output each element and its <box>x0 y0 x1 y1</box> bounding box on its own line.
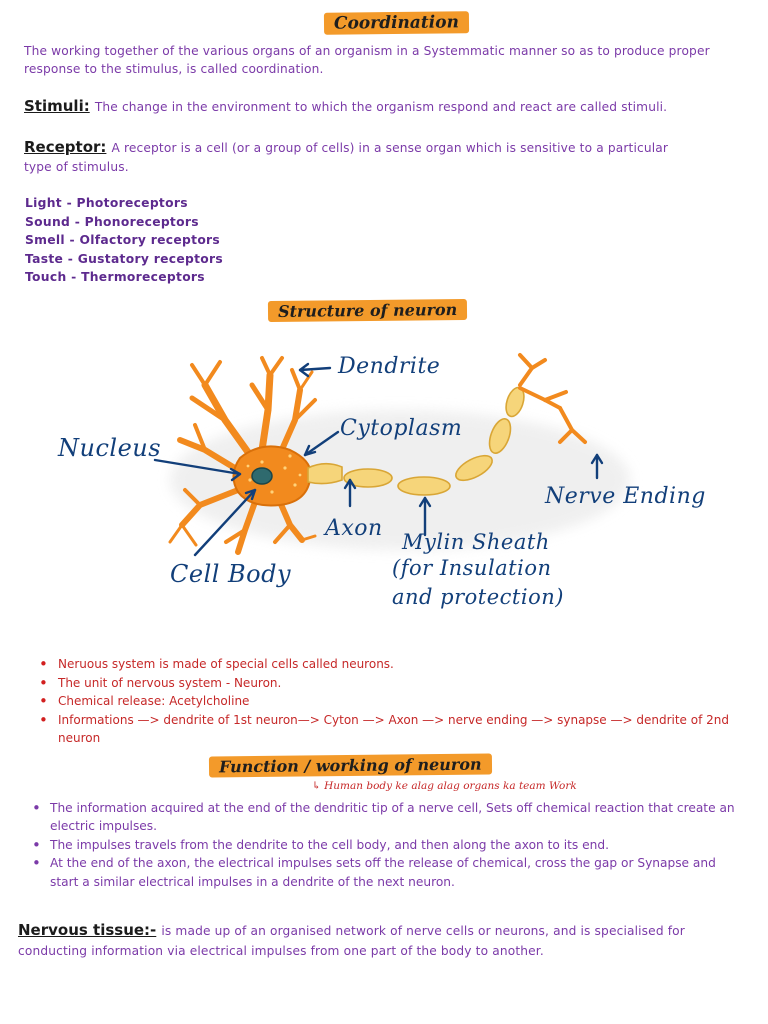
function-title: Function / working of neuron <box>208 753 492 778</box>
label-nerve-ending: Nerve Ending <box>545 484 706 509</box>
receptor-item-smell: Smell - Olfactory receptors <box>25 233 221 247</box>
receptor-term: Receptor: <box>24 138 107 156</box>
function-points-list: The information acquired at the end of t… <box>28 799 740 891</box>
list-item: Chemical release: Acetylcholine <box>34 692 744 711</box>
neuron-notes-list: Neruous system is made of special cells … <box>34 655 744 748</box>
coordination-title: Coordination <box>323 11 470 35</box>
stimuli-text: The change in the environment to which t… <box>94 100 668 114</box>
label-nucleus: Nucleus <box>58 434 162 462</box>
label-cytoplasm: Cytoplasm <box>340 416 463 441</box>
receptor-item-touch: Touch - Thermoreceptors <box>25 270 205 284</box>
stimuli-block: Stimuli: The change in the environment t… <box>24 96 744 116</box>
nucleus-shape <box>251 467 273 485</box>
receptor-text-line2: type of stimulus. <box>24 160 129 174</box>
receptor-item-light: Light - Photoreceptors <box>25 196 188 210</box>
label-dendrite: Dendrite <box>338 354 441 379</box>
coordination-text: The working together of the various orga… <box>24 44 710 76</box>
receptor-item-sound: Sound - Phonoreceptors <box>25 214 199 229</box>
list-item: The information acquired at the end of t… <box>28 799 740 836</box>
list-item: The impulses travels from the dendrite t… <box>28 836 740 855</box>
nervous-tissue-block: Nervous tissue:- is made up of an organi… <box>18 920 718 960</box>
neuron-diagram <box>153 353 630 557</box>
dendrites <box>168 356 317 555</box>
list-item: Neruous system is made of special cells … <box>34 655 744 674</box>
list-item: At the end of the axon, the electrical i… <box>28 854 740 891</box>
neuron-structure-title: Structure of neuron <box>267 298 468 323</box>
label-axon: Axon <box>325 516 383 541</box>
label-myelin-line2: (for Insulation <box>392 556 552 580</box>
label-cell-body: Cell Body <box>170 560 292 588</box>
function-annotation: ↳ Human body ke alag alag organs ka team… <box>312 780 577 792</box>
label-myelin-line3: and protection) <box>392 585 564 609</box>
stimuli-term: Stimuli: <box>24 97 90 115</box>
label-myelin-line1: Mylin Sheath <box>402 530 550 554</box>
nervous-tissue-term: Nervous tissue:- <box>18 921 157 939</box>
receptor-item-taste: Taste - Gustatory receptors <box>25 251 223 266</box>
receptor-text-line1: A receptor is a cell (or a group of cell… <box>111 141 669 155</box>
list-item: Informations —> dendrite of 1st neuron—>… <box>34 711 744 748</box>
receptor-block: Receptor: A receptor is a cell (or a gro… <box>24 137 744 157</box>
list-item: The unit of nervous system - Neuron. <box>34 674 744 693</box>
axon <box>307 386 525 496</box>
receptor-list: Light - Photoreceptors Sound - Phonorece… <box>25 194 223 287</box>
nervous-tissue-text: is made up of an organised network of ne… <box>18 924 685 958</box>
